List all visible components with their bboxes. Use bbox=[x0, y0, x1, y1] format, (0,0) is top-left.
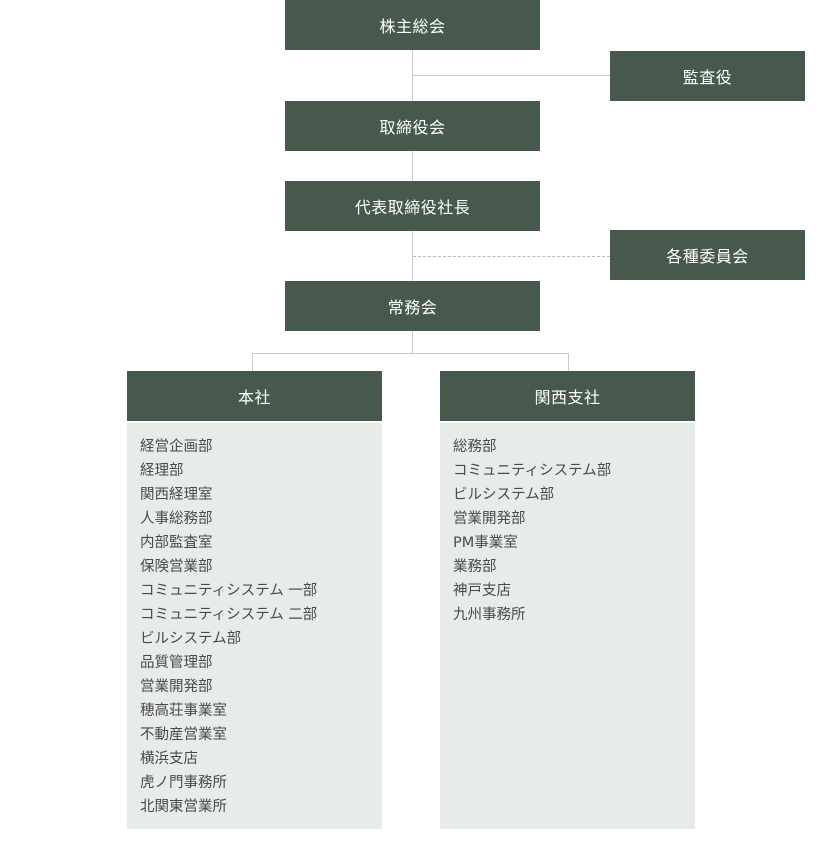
connector-committees-dashed bbox=[413, 256, 610, 257]
department-item: 神戸支店 bbox=[453, 583, 511, 599]
connector-branch-right bbox=[568, 353, 569, 371]
kansai-branch-department-list: 総務部 コミュニティシステム部 ビルシステム部 営業開発部 PM事業室 業務部 … bbox=[453, 435, 695, 627]
node-head-office: 本社 bbox=[127, 371, 382, 421]
kansai-branch-department-panel: 総務部 コミュニティシステム部 ビルシステム部 営業開発部 PM事業室 業務部 … bbox=[440, 423, 695, 829]
department-item: 品質管理部 bbox=[140, 655, 213, 671]
connector-trunk-upper bbox=[412, 50, 413, 101]
department-item: 総務部 bbox=[453, 439, 497, 455]
department-item: 営業開発部 bbox=[453, 511, 526, 527]
department-item: 不動産営業室 bbox=[140, 727, 227, 743]
connector-auditor bbox=[413, 75, 610, 76]
department-item: コミュニティシステム部 bbox=[453, 463, 612, 479]
head-office-department-list: 経営企画部 経理部 関西経理室 人事総務部 内部監査室 保険営業部 コミュニティ… bbox=[140, 435, 382, 819]
node-board-of-directors: 取締役会 bbox=[285, 101, 540, 151]
department-item: 九州事務所 bbox=[453, 607, 526, 623]
node-shareholders-meeting: 株主総会 bbox=[285, 0, 540, 50]
department-item: PM事業室 bbox=[453, 535, 518, 551]
connector-board-president bbox=[412, 151, 413, 181]
connector-branch-left bbox=[252, 353, 253, 371]
department-item: コミュニティシステム 二部 bbox=[140, 607, 318, 623]
node-president: 代表取締役社長 bbox=[285, 181, 540, 231]
department-item: 保険営業部 bbox=[140, 559, 213, 575]
department-item: ビルシステム部 bbox=[140, 631, 242, 647]
node-committees: 各種委員会 bbox=[610, 230, 805, 280]
department-item: 虎ノ門事務所 bbox=[140, 775, 227, 791]
head-office-department-panel: 経営企画部 経理部 関西経理室 人事総務部 内部監査室 保険営業部 コミュニティ… bbox=[127, 423, 382, 829]
connector-branch-bar bbox=[252, 353, 569, 354]
department-item: 人事総務部 bbox=[140, 511, 213, 527]
department-item: ビルシステム部 bbox=[453, 487, 555, 503]
node-auditor: 監査役 bbox=[610, 51, 805, 101]
department-item: 営業開発部 bbox=[140, 679, 213, 695]
department-item: 業務部 bbox=[453, 559, 497, 575]
department-item: 関西経理室 bbox=[140, 487, 213, 503]
department-item: 経営企画部 bbox=[140, 439, 213, 455]
node-executive-committee: 常務会 bbox=[285, 281, 540, 331]
department-item: 横浜支店 bbox=[140, 751, 198, 767]
node-kansai-branch: 関西支社 bbox=[440, 371, 695, 421]
department-item: コミュニティシステム 一部 bbox=[140, 583, 318, 599]
connector-executive-down bbox=[412, 331, 413, 354]
department-item: 北関東営業所 bbox=[140, 799, 227, 815]
connector-president-executive bbox=[412, 231, 413, 281]
department-item: 内部監査室 bbox=[140, 535, 213, 551]
department-item: 経理部 bbox=[140, 463, 184, 479]
department-item: 穂高荘事業室 bbox=[140, 703, 227, 719]
